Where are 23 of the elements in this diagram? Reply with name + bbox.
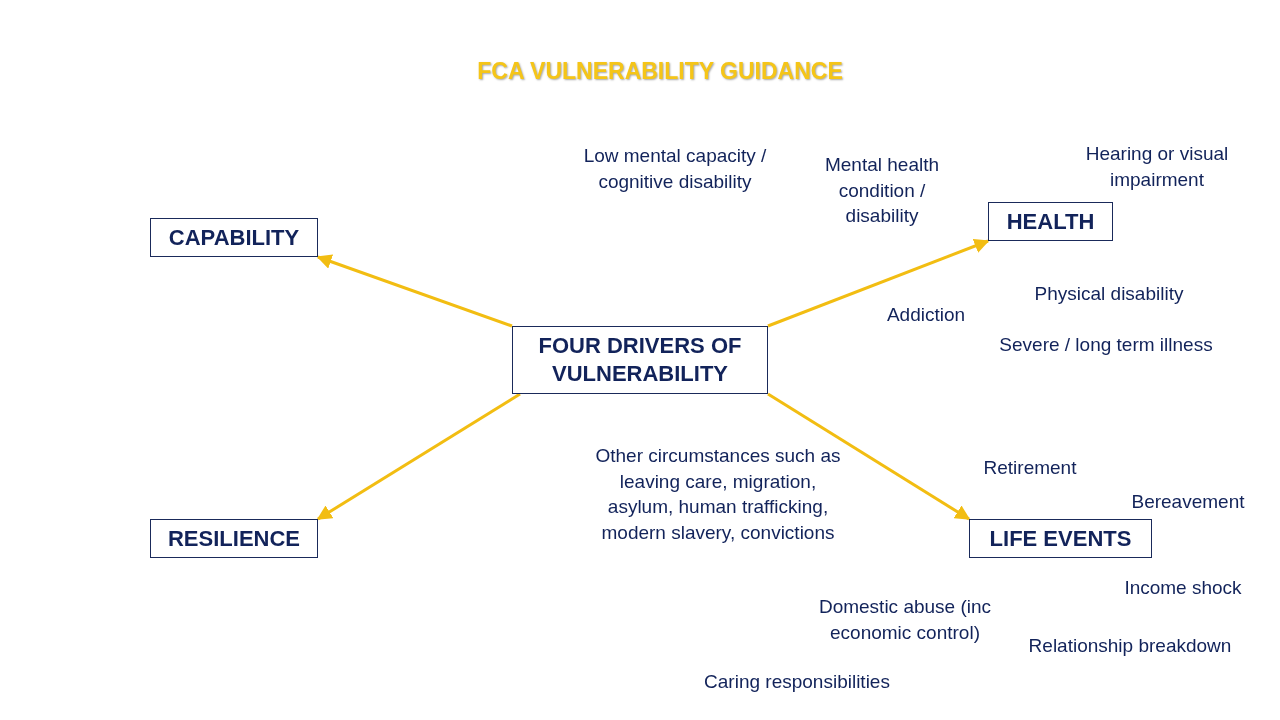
driver-box: CAPABILITY — [150, 218, 318, 257]
factor-text: Physical disability — [1033, 282, 1185, 306]
central-box: FOUR DRIVERS OF VULNERABILITY — [512, 326, 768, 394]
factor-text: Hearing or visual impairment — [1084, 142, 1230, 192]
factor-text: Addiction — [885, 303, 967, 327]
arrow — [767, 392, 971, 521]
title: FCA VULNERABILITY GUIDANCE — [477, 58, 843, 85]
factor-text: Caring responsibilities — [703, 670, 891, 694]
driver-box: LIFE EVENTS — [969, 519, 1152, 558]
driver-box: HEALTH — [988, 202, 1113, 241]
factor-text: Severe / long term illness — [998, 333, 1214, 357]
factor-text: Low mental capacity / cognitive disability — [582, 144, 768, 194]
factor-text: Mental health condition / disability — [823, 153, 941, 228]
factor-text: Domestic abuse (inc economic control) — [817, 595, 993, 645]
driver-box: RESILIENCE — [150, 519, 318, 558]
arrow — [316, 254, 513, 328]
arrow — [316, 392, 521, 521]
factor-text: Income shock — [1123, 576, 1243, 600]
factor-text: Other circumstances such as leaving care, migration, asylum, human trafficking, modern slavery, convictions — [594, 444, 842, 545]
arrow — [767, 238, 990, 328]
factor-text: Retirement — [982, 456, 1078, 480]
factor-text: Relationship breakdown — [1027, 634, 1233, 658]
factor-text: Bereavement — [1130, 490, 1246, 514]
